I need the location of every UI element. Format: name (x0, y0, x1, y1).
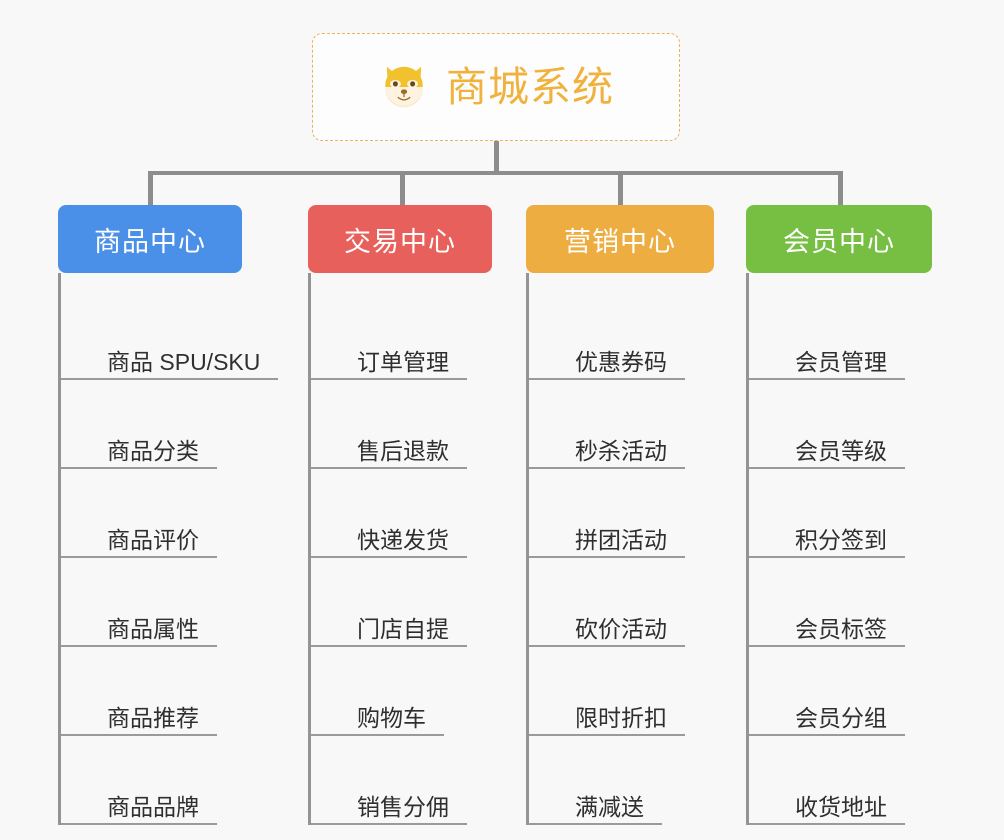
leaf-list-product-center: 商品 SPU/SKU 商品分类 商品评价 商品属性 商品推荐 商品品牌 (58, 273, 288, 825)
leaf-label: 订单管理 (357, 349, 449, 375)
root-title: 商城系统 (446, 63, 614, 110)
list-item[interactable]: 秒杀活动 (529, 380, 756, 469)
leaf-underline (311, 467, 467, 469)
list-item[interactable]: 会员分组 (749, 647, 976, 736)
leaf-label: 会员等级 (795, 438, 887, 464)
connector-root-stem (494, 141, 499, 174)
leaf-underline (311, 556, 467, 558)
branch-product-center: 商品中心 商品 SPU/SKU 商品分类 商品评价 商品属性 商品推荐 商品品牌 (58, 205, 288, 825)
list-item[interactable]: 积分签到 (749, 469, 976, 558)
leaf-label: 商品推荐 (107, 705, 199, 731)
leaf-underline (311, 378, 467, 380)
leaf-underline (749, 734, 905, 736)
leaf-underline (749, 645, 905, 647)
list-item[interactable]: 快递发货 (311, 469, 538, 558)
branch-trade-center: 交易中心 订单管理 售后退款 快递发货 门店自提 购物车 销售分佣 (308, 205, 538, 825)
leaf-underline (61, 467, 217, 469)
list-item[interactable]: 优惠券码 (529, 291, 756, 380)
leaf-underline (61, 645, 217, 647)
list-item[interactable]: 购物车 (311, 647, 538, 736)
leaf-underline (61, 823, 217, 825)
list-item[interactable]: 会员管理 (749, 291, 976, 380)
connector-drop-3 (618, 171, 623, 205)
leaf-label: 商品品牌 (107, 794, 199, 820)
list-item[interactable]: 售后退款 (311, 380, 538, 469)
leaf-label: 商品属性 (107, 616, 199, 642)
branch-header-trade-center[interactable]: 交易中心 (308, 205, 492, 273)
leaf-label: 快递发货 (357, 527, 449, 553)
list-item[interactable]: 商品 SPU/SKU (61, 291, 288, 380)
connector-drop-4 (838, 171, 843, 205)
leaf-label: 会员标签 (795, 616, 887, 642)
list-item[interactable]: 满减送 (529, 736, 756, 825)
list-item[interactable]: 砍价活动 (529, 558, 756, 647)
connector-drop-2 (400, 171, 405, 205)
leaf-label: 积分签到 (795, 527, 887, 553)
list-item[interactable]: 门店自提 (311, 558, 538, 647)
branch-header-product-center[interactable]: 商品中心 (58, 205, 242, 273)
leaf-underline (529, 734, 685, 736)
list-item[interactable]: 订单管理 (311, 291, 538, 380)
leaf-label: 商品 SPU/SKU (107, 349, 261, 375)
leaf-label: 销售分佣 (357, 794, 449, 820)
leaf-underline (311, 645, 467, 647)
root-node[interactable]: 商城系统 (312, 33, 680, 141)
leaf-underline (749, 556, 905, 558)
list-item[interactable]: 销售分佣 (311, 736, 538, 825)
leaf-label: 满减送 (575, 794, 644, 820)
list-item[interactable]: 商品推荐 (61, 647, 288, 736)
leaf-label: 收货地址 (795, 794, 887, 820)
list-item[interactable]: 拼团活动 (529, 469, 756, 558)
leaf-underline (529, 378, 685, 380)
leaf-underline (61, 556, 217, 558)
leaf-label: 限时折扣 (575, 705, 667, 731)
leaf-underline (61, 734, 217, 736)
leaf-underline (749, 823, 905, 825)
leaf-label: 门店自提 (357, 616, 449, 642)
list-item[interactable]: 会员等级 (749, 380, 976, 469)
leaf-list-marketing-center: 优惠券码 秒杀活动 拼团活动 砍价活动 限时折扣 满减送 (526, 273, 756, 825)
leaf-underline (61, 378, 278, 380)
list-item[interactable]: 商品评价 (61, 469, 288, 558)
leaf-label: 拼团活动 (575, 527, 667, 553)
leaf-label: 购物车 (357, 705, 426, 731)
list-item[interactable]: 收货地址 (749, 736, 976, 825)
leaf-underline (749, 378, 905, 380)
shiba-dog-face-icon (385, 66, 423, 108)
list-item[interactable]: 商品分类 (61, 380, 288, 469)
leaf-list-member-center: 会员管理 会员等级 积分签到 会员标签 会员分组 收货地址 (746, 273, 976, 825)
leaf-label: 会员管理 (795, 349, 887, 375)
leaf-label: 售后退款 (357, 438, 449, 464)
branch-header-marketing-center[interactable]: 营销中心 (526, 205, 714, 273)
list-item[interactable]: 商品品牌 (61, 736, 288, 825)
leaf-underline (529, 467, 685, 469)
leaf-label: 会员分组 (795, 705, 887, 731)
leaf-list-trade-center: 订单管理 售后退款 快递发货 门店自提 购物车 销售分佣 (308, 273, 538, 825)
branch-marketing-center: 营销中心 优惠券码 秒杀活动 拼团活动 砍价活动 限时折扣 满减送 (526, 205, 756, 825)
leaf-label: 砍价活动 (575, 616, 667, 642)
leaf-underline (749, 467, 905, 469)
leaf-underline (529, 556, 685, 558)
leaf-label: 秒杀活动 (575, 438, 667, 464)
leaf-label: 优惠券码 (575, 349, 667, 375)
branch-member-center: 会员中心 会员管理 会员等级 积分签到 会员标签 会员分组 收货地址 (746, 205, 976, 825)
leaf-underline (311, 734, 444, 736)
leaf-label: 商品分类 (107, 438, 199, 464)
leaf-underline (529, 823, 662, 825)
branch-header-member-center[interactable]: 会员中心 (746, 205, 932, 273)
leaf-label: 商品评价 (107, 527, 199, 553)
connector-horizontal-bus (148, 171, 842, 175)
leaf-underline (529, 645, 685, 647)
list-item[interactable]: 商品属性 (61, 558, 288, 647)
list-item[interactable]: 限时折扣 (529, 647, 756, 736)
list-item[interactable]: 会员标签 (749, 558, 976, 647)
leaf-underline (311, 823, 467, 825)
connector-drop-1 (148, 171, 153, 205)
